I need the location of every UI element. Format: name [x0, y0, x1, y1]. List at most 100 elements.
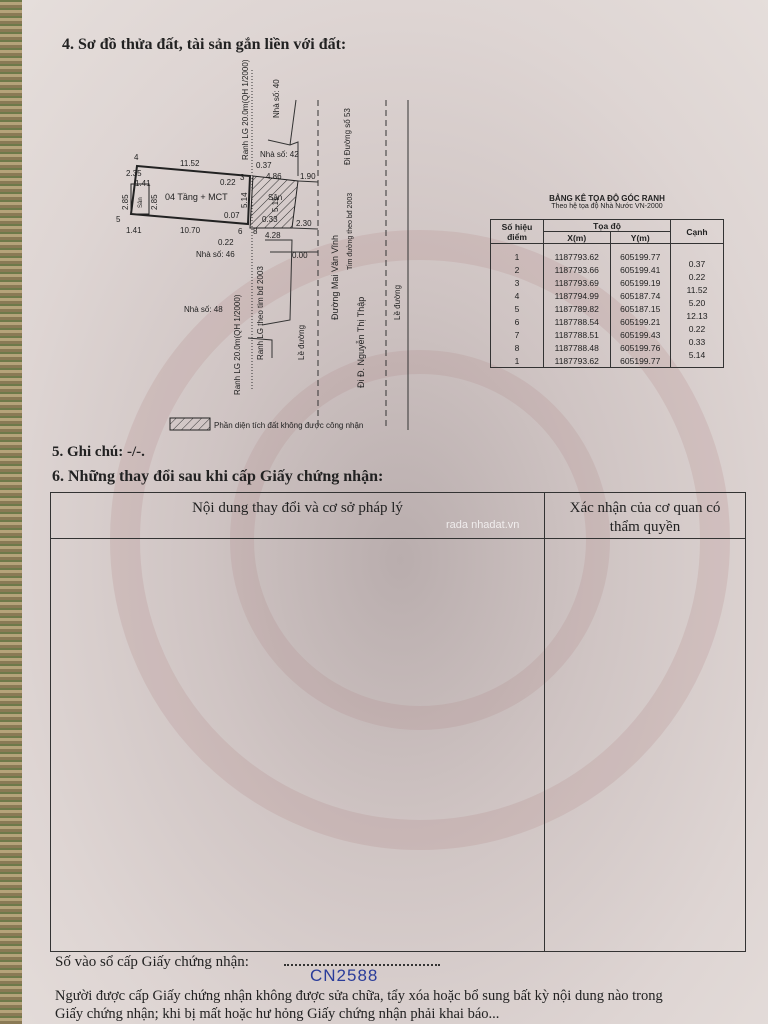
neighbor-label: Nhà số: 40 [272, 79, 281, 118]
legend-label: Phần diện tích đất không được công nhận [214, 421, 363, 430]
dim-label: 1.41 [126, 226, 142, 235]
coord-cell-x: 1187793.66 [543, 263, 611, 276]
coord-cell-p: 3 [490, 276, 544, 289]
direction-label: Đi Đường số 53 [343, 108, 352, 165]
changes-table: Nội dung thay đổi và cơ sở pháp lý Xác n… [50, 492, 746, 952]
coord-cell-y: 605199.76 [609, 341, 671, 354]
col2-line2: thẩm quyền [609, 519, 681, 535]
header-edge: Cạnh [670, 219, 724, 244]
legend-hatch-swatch [169, 417, 211, 431]
point-label: 5 [116, 215, 121, 224]
land-plot-diagram: 4 5 3 6 8 11.52 2.35 1.41 2.85 2.85 1.41… [116, 59, 409, 431]
coord-cell-y: 605199.19 [609, 276, 671, 289]
coord-cell-p: 8 [490, 341, 544, 354]
dim-label: 2.30 [296, 219, 312, 228]
header-x: X(m) [543, 231, 611, 244]
neighbor-48-outline [261, 239, 293, 326]
road-line-label: Ranh LG 20.0m(QH 1/2000) [241, 59, 250, 160]
coord-cell-x: 1187793.69 [543, 276, 611, 289]
point-label: 4 [134, 153, 139, 162]
dim-label: 4.28 [265, 231, 281, 240]
coord-cell-x: 1187793.62 [543, 243, 611, 263]
watermark-logo: rada nhadat.vn [446, 519, 520, 531]
yard-label: Sân [138, 197, 144, 208]
dim-label: 0.00 [292, 251, 308, 260]
coord-cell-p: 1 [490, 243, 544, 263]
coord-cell-x: 1187794.99 [543, 289, 611, 302]
background-mat [0, 0, 22, 1024]
yard-outline [130, 183, 150, 215]
header-coords: Tọa độ [543, 219, 671, 232]
edge-cell: 12.13 [670, 309, 724, 322]
edge-cell: 0.22 [670, 270, 724, 283]
coord-cell-p: 6 [490, 315, 544, 328]
edge-cell: 0.33 [670, 335, 724, 348]
coord-table-subtitle: Theo hệ tọa độ Nhà Nước VN-2000 [551, 203, 663, 210]
changes-col2-header: Xác nhận của cơ quan có thẩm quyền [545, 499, 745, 537]
coord-cell-y: 605199.41 [609, 263, 671, 276]
dim-label: 2.85 [121, 194, 130, 210]
col2-line1: Xác nhận của cơ quan có [569, 500, 721, 516]
coord-cell-y: 605199.21 [609, 315, 671, 328]
dim-label: 0.22 [218, 238, 234, 247]
registry-handwritten-value: CN2588 [310, 966, 379, 985]
parcel-outline [129, 164, 252, 226]
coord-cell-y: 605199.77 [609, 354, 671, 368]
coord-cell-p: 7 [490, 328, 544, 341]
neighbor-42-outline [267, 139, 299, 176]
road-line-label: Ranh LG 20.0m(QH 1/2000) [233, 294, 242, 395]
dim-label: 2.35 [126, 169, 142, 178]
point-label: 6 [238, 227, 243, 236]
coord-cell-p: 1 [490, 354, 544, 368]
note-line-1: Người được cấp Giấy chứng nhận không đượ… [55, 988, 663, 1004]
edge-cell: 5.14 [670, 348, 724, 361]
dim-label: 1.90 [300, 172, 316, 181]
dim-label: 5.14 [240, 192, 249, 208]
coord-cell-y: 605199.77 [609, 243, 671, 263]
dim-label: 0.33 [262, 215, 278, 224]
neighbor-40-line [289, 99, 297, 146]
boundary-segment [247, 337, 273, 358]
road-line-label: Lề đường [297, 325, 306, 360]
header-y: Y(m) [609, 231, 671, 244]
registry-dotted-line [284, 964, 440, 966]
coord-cell-x: 1187788.48 [543, 341, 611, 354]
building-label: 04 Tầng + MCT [165, 192, 228, 202]
direction-label: Đi Đ. Nguyễn Thị Thập [356, 297, 366, 388]
neighbor-label: Nhà số: 42 [260, 150, 299, 159]
road-line-label: Ranh LG theo tim bđ 2003 [256, 266, 265, 360]
neighbor-label: Nhà số: 48 [184, 305, 223, 314]
road-line-label: Tim đường theo bđ 2003 [347, 193, 354, 270]
dim-label: 0.37 [256, 161, 272, 170]
coord-cell-p: 4 [490, 289, 544, 302]
edge-cell: 0.22 [670, 322, 724, 335]
coord-cell-p: 5 [490, 302, 544, 315]
dim-label: 10.70 [180, 226, 201, 235]
coord-cell-p: 2 [490, 263, 544, 276]
edge-cell: 0.37 [670, 250, 724, 270]
dim-label: 1.41 [135, 179, 151, 188]
header-point: Số hiệu điểm [490, 219, 544, 244]
coord-cell-x: 1187789.82 [543, 302, 611, 315]
coord-cell-x: 1187793.62 [543, 354, 611, 368]
dim-label: 0.22 [220, 178, 236, 187]
registry-label: Số vào sổ cấp Giấy chứng nhận: [55, 954, 249, 970]
edge-cell: 5.20 [670, 296, 724, 309]
road-name: Đường Mai Văn Vĩnh [330, 235, 340, 320]
coord-cell-y: 605199.43 [609, 328, 671, 341]
dim-label: 11.52 [180, 159, 200, 168]
changes-col1-header: Nội dung thay đổi và cơ sở pháp lý [192, 500, 403, 516]
coord-cell-x: 1187788.54 [543, 315, 611, 328]
dim-label: 2.85 [150, 194, 159, 210]
point-label: 8 [253, 227, 258, 236]
section5-title: 5. Ghi chú: -/-. [52, 444, 145, 460]
